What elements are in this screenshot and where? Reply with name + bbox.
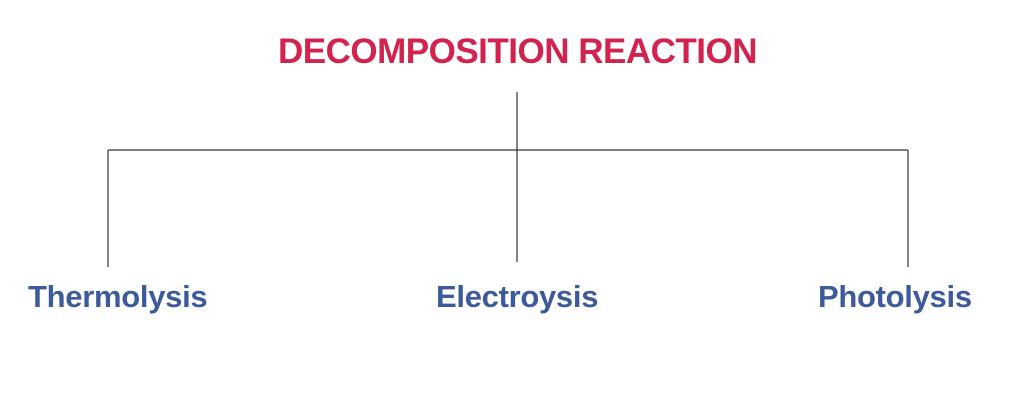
branch-photolysis: Photolysis <box>818 279 972 314</box>
diagram-title: DECOMPOSITION REACTION <box>277 32 758 71</box>
branch-thermolysis: Thermolysis <box>28 279 208 314</box>
branch-electroysis: Electroysis <box>436 279 599 314</box>
